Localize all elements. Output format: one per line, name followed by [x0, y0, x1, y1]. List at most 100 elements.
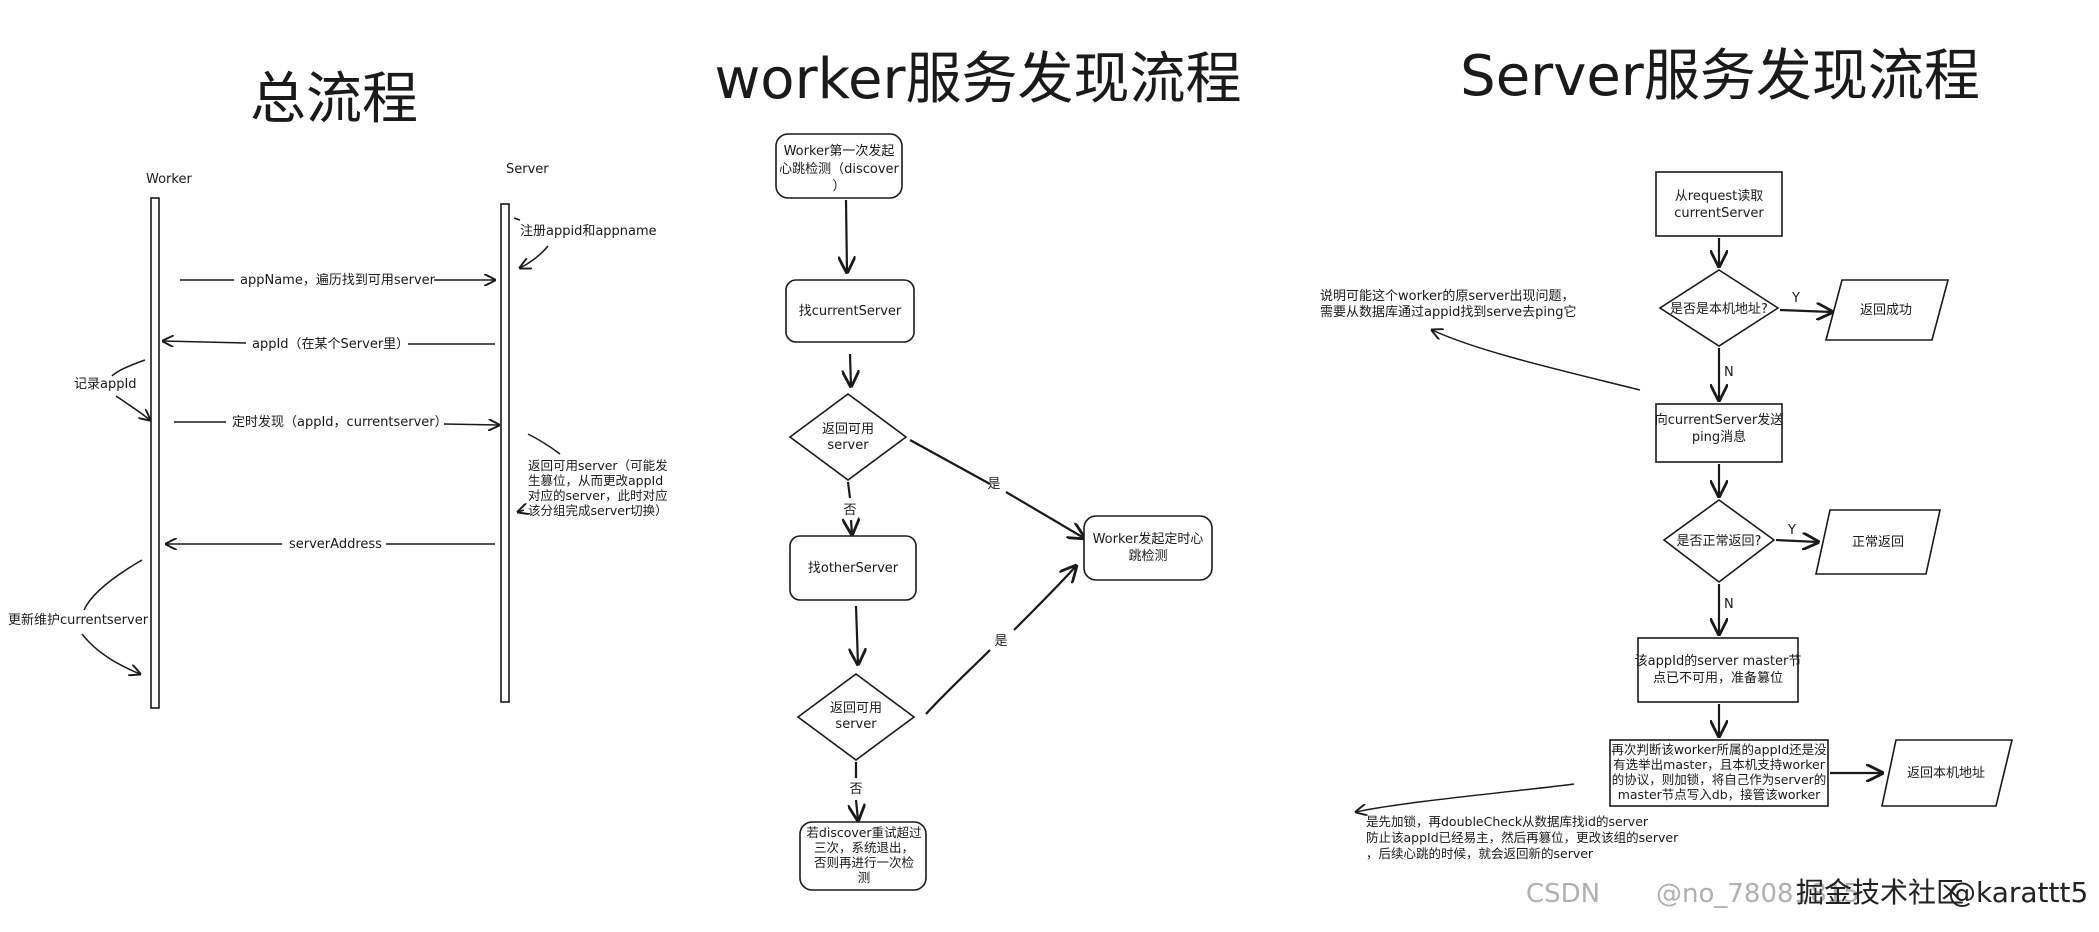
msg-server-address: serverAddress: [289, 537, 382, 552]
note-update: 更新维护currentserver: [8, 612, 149, 628]
unavailable-node: [1637, 637, 1799, 703]
overall-sequence: Worker Server 注册appid和appname appName，遍历…: [8, 162, 668, 709]
exit-line-3: 否则再进行一次检: [814, 855, 915, 870]
rejudge-line-1: 再次判断该worker所属的appId还是没: [1611, 742, 1827, 757]
title-worker: worker服务发现流程: [715, 47, 1242, 112]
rejudge-line-2: 有选举出master，且本机支持worker: [1613, 757, 1826, 772]
rejudge-node: [1609, 739, 1829, 807]
worker-start-line-3: ）: [832, 179, 845, 194]
arrow-no2: [856, 799, 858, 820]
arrow-discover: [443, 424, 499, 425]
watermark-handle: @karattt5: [1948, 876, 2088, 909]
find-current-node: [785, 279, 915, 343]
msg-appname: appName，遍历找到可用server: [240, 272, 436, 288]
rejudge-line-4: master节点写入db，接管该worker: [1618, 787, 1821, 802]
exit-node: [799, 821, 927, 891]
return-success-node: [1824, 279, 1950, 341]
note-return-3: 对应的server，此时对应: [528, 488, 668, 503]
unavailable-line-2: 点已不可用，准备篡位: [1653, 670, 1783, 686]
ping-node: [1655, 403, 1783, 463]
arrow-record: [115, 395, 150, 420]
ping-line-1: 向currentServer发送: [1655, 412, 1784, 428]
decision1-node: [788, 393, 908, 481]
normal-return-label: 正常返回: [1852, 535, 1904, 550]
y1-label: Y: [1791, 291, 1800, 306]
arrow-find-to-decision1: [850, 353, 851, 386]
timer-node: [1083, 515, 1213, 581]
yes1-label: 是: [987, 477, 1000, 492]
note-record-appid: 记录appId: [74, 377, 137, 392]
read-line-1: 从request读取: [1675, 189, 1763, 204]
decision2-node: [796, 673, 916, 761]
read-line-2: currentServer: [1674, 206, 1764, 221]
server-decision2-node: [1662, 499, 1776, 584]
return-success-label: 返回成功: [1860, 303, 1912, 318]
decision1-line-1: 返回可用: [822, 422, 874, 437]
note-bottom-line-3: ，后续心跳的时候，就会返回新的server: [1366, 846, 1594, 861]
find-current-label: 找currentServer: [799, 304, 902, 319]
no1-label: 否: [843, 503, 856, 518]
watermark: @no_78081815 CSDN 掘金技术社区 @karattt5: [1526, 876, 2088, 909]
note-return-2: 生篡位，从而更改appId: [528, 473, 663, 488]
normal-return-node: [1815, 509, 1941, 575]
arrow-y1: [1779, 310, 1832, 312]
worker-lifeline: [150, 197, 160, 709]
decision2-line-2: server: [835, 717, 877, 732]
arrow-no1: [851, 520, 852, 534]
server-lifeline-label: Server: [506, 162, 549, 177]
no2-label: 否: [849, 782, 862, 797]
arrow-note-left: [1432, 330, 1641, 391]
worker-start-node: [775, 133, 903, 199]
server-decision2-label: 是否正常返回?: [1677, 534, 1762, 549]
worker-flow: Worker第一次发起 心跳检测（discover ） 找currentServ…: [775, 133, 1213, 891]
find-other-node: [789, 535, 917, 601]
watermark-faint: @no_78081815: [1656, 879, 1860, 909]
read-node: [1655, 171, 1783, 237]
exit-line-1: 若discover重试超过: [806, 825, 922, 840]
arrow-register: [520, 245, 549, 268]
exit-line-4: 测: [858, 870, 871, 885]
server-lifeline: [500, 203, 510, 703]
msg-register: 注册appid和appname: [520, 224, 657, 239]
arrow-yes1: [1005, 491, 1084, 538]
arrow-yes2: [1013, 566, 1076, 631]
arrow-appid: [163, 341, 247, 343]
y2-label: Y: [1787, 523, 1796, 538]
note-left-line-2: 需要从数据库通过appid找到serve去ping它: [1320, 304, 1577, 320]
decision2-line-1: 返回可用: [830, 701, 882, 716]
msg-discover: 定时发现（appId，currentserver）: [232, 414, 448, 430]
rejudge-line-3: 的协议，则加锁，将自己作为server的: [1612, 772, 1827, 787]
ping-line-2: ping消息: [1692, 429, 1746, 445]
arrow-other-to-decision2: [856, 605, 858, 664]
watermark-csdn: CSDN: [1526, 879, 1600, 909]
worker-lifeline-label: Worker: [146, 172, 192, 187]
timer-line-2: 跳检测: [1128, 549, 1167, 564]
server-flow: 从request读取 currentServer 是否是本机地址? Y 返回成功…: [1320, 171, 2014, 861]
arrow-y2: [1775, 540, 1818, 542]
exit-line-2: 三次，系统退出，: [814, 840, 914, 855]
note-return-1: 返回可用server（可能发: [528, 458, 668, 473]
unavailable-line-1: 该appId的server master节: [1635, 653, 1802, 669]
title-server: Server服务发现流程: [1460, 44, 1980, 109]
msg-appid: appId（在某个Server里）: [252, 337, 409, 352]
timer-line-1: Worker发起定时心: [1093, 531, 1204, 547]
arrow-start-to-find: [846, 199, 847, 272]
return-local-node: [1881, 739, 2014, 807]
n1-label: N: [1724, 365, 1734, 380]
note-bottom-line-1: 是先加锁，再doubleCheck从数据库找id的server: [1366, 814, 1649, 829]
arrow-update: [81, 633, 140, 674]
title-overall: 总流程: [250, 67, 418, 132]
worker-start-line-1: Worker第一次发起: [784, 143, 895, 159]
server-decision1-node: [1658, 269, 1780, 347]
n2-label: N: [1724, 597, 1734, 612]
note-return-4: 该分组完成server切换）: [528, 503, 668, 518]
note-bottom-line-2: 防止该appId已经易主，然后再篡位，更改该组的server: [1366, 830, 1679, 845]
server-decision1-label: 是否是本机地址?: [1670, 302, 1768, 317]
watermark-community: 掘金技术社区: [1796, 876, 1964, 909]
decision1-line-2: server: [827, 438, 869, 453]
yes2-label: 是: [994, 634, 1007, 649]
return-local-label: 返回本机地址: [1907, 766, 1985, 781]
arrow-note-bottom: [1356, 783, 1575, 812]
worker-start-line-2: 心跳检测（discover: [779, 162, 899, 177]
